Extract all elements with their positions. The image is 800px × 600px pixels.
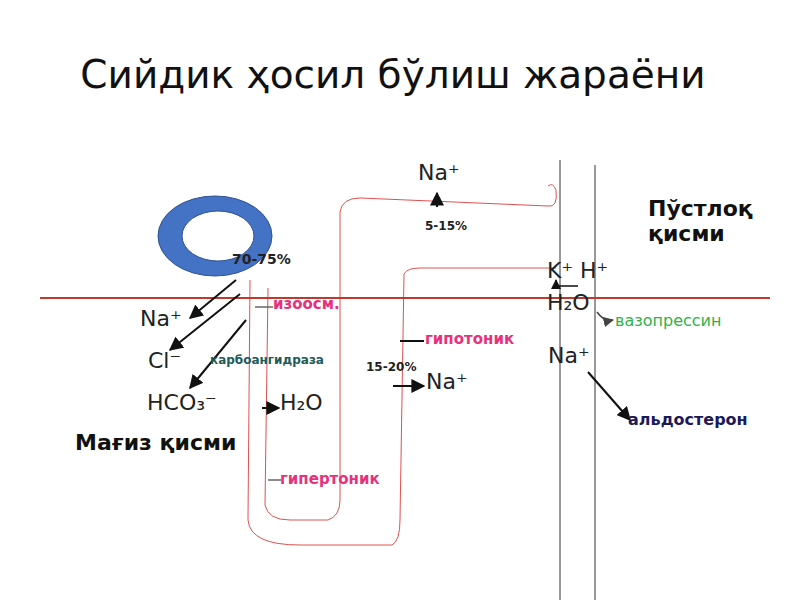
ion-label: Na⁺ [418, 160, 460, 185]
sodium-arrow [436, 193, 438, 207]
tubule-wall [265, 185, 556, 520]
ion-label: H₂O [280, 390, 323, 415]
ion-label: HCO₃⁻ [147, 390, 217, 415]
ion-label: Na⁺ [426, 369, 468, 394]
ion-label: K⁺ [547, 258, 573, 283]
water-arrow [262, 407, 279, 409]
osmolarity-label: изоосм. [273, 296, 340, 313]
hormone-label: альдостерон [628, 411, 756, 429]
tubule-wall [248, 268, 556, 545]
percent-label: 70-75% [232, 251, 291, 267]
ion-label: H⁺ [580, 258, 608, 283]
hormone-arrow [597, 312, 613, 320]
ion-label: Na⁺ [548, 343, 590, 368]
ion-label: H₂O [547, 290, 590, 315]
ion-label: Na⁺ [140, 306, 182, 331]
pointer-line [255, 306, 273, 308]
osmolarity-label: гипертоник [280, 471, 380, 488]
collecting-duct-wall [560, 160, 561, 600]
collecting-duct-wall [595, 165, 596, 600]
percent-label: 5-15% [425, 220, 467, 234]
zone-label: Мағиз қисми [75, 430, 236, 455]
enzyme-label: карбоангидраза [210, 354, 324, 368]
ion-label: Cl⁻ [148, 348, 181, 373]
reabsorption-arrow [190, 280, 236, 318]
diagram-title: Сийдик ҳосил бўлиш жараёни [0, 52, 786, 97]
pointer-line [268, 479, 281, 481]
hormone-label: вазопрессин [615, 312, 721, 330]
hormone-arrow [588, 372, 630, 420]
cortex-medulla-border [40, 297, 770, 299]
pointer-line [400, 340, 424, 342]
percent-label: 15-20% [366, 361, 416, 375]
zone-label: Пўстлоқ қисми [648, 196, 778, 247]
osmolarity-label: гипотоник [425, 331, 514, 348]
sodium-arrow [393, 385, 424, 387]
